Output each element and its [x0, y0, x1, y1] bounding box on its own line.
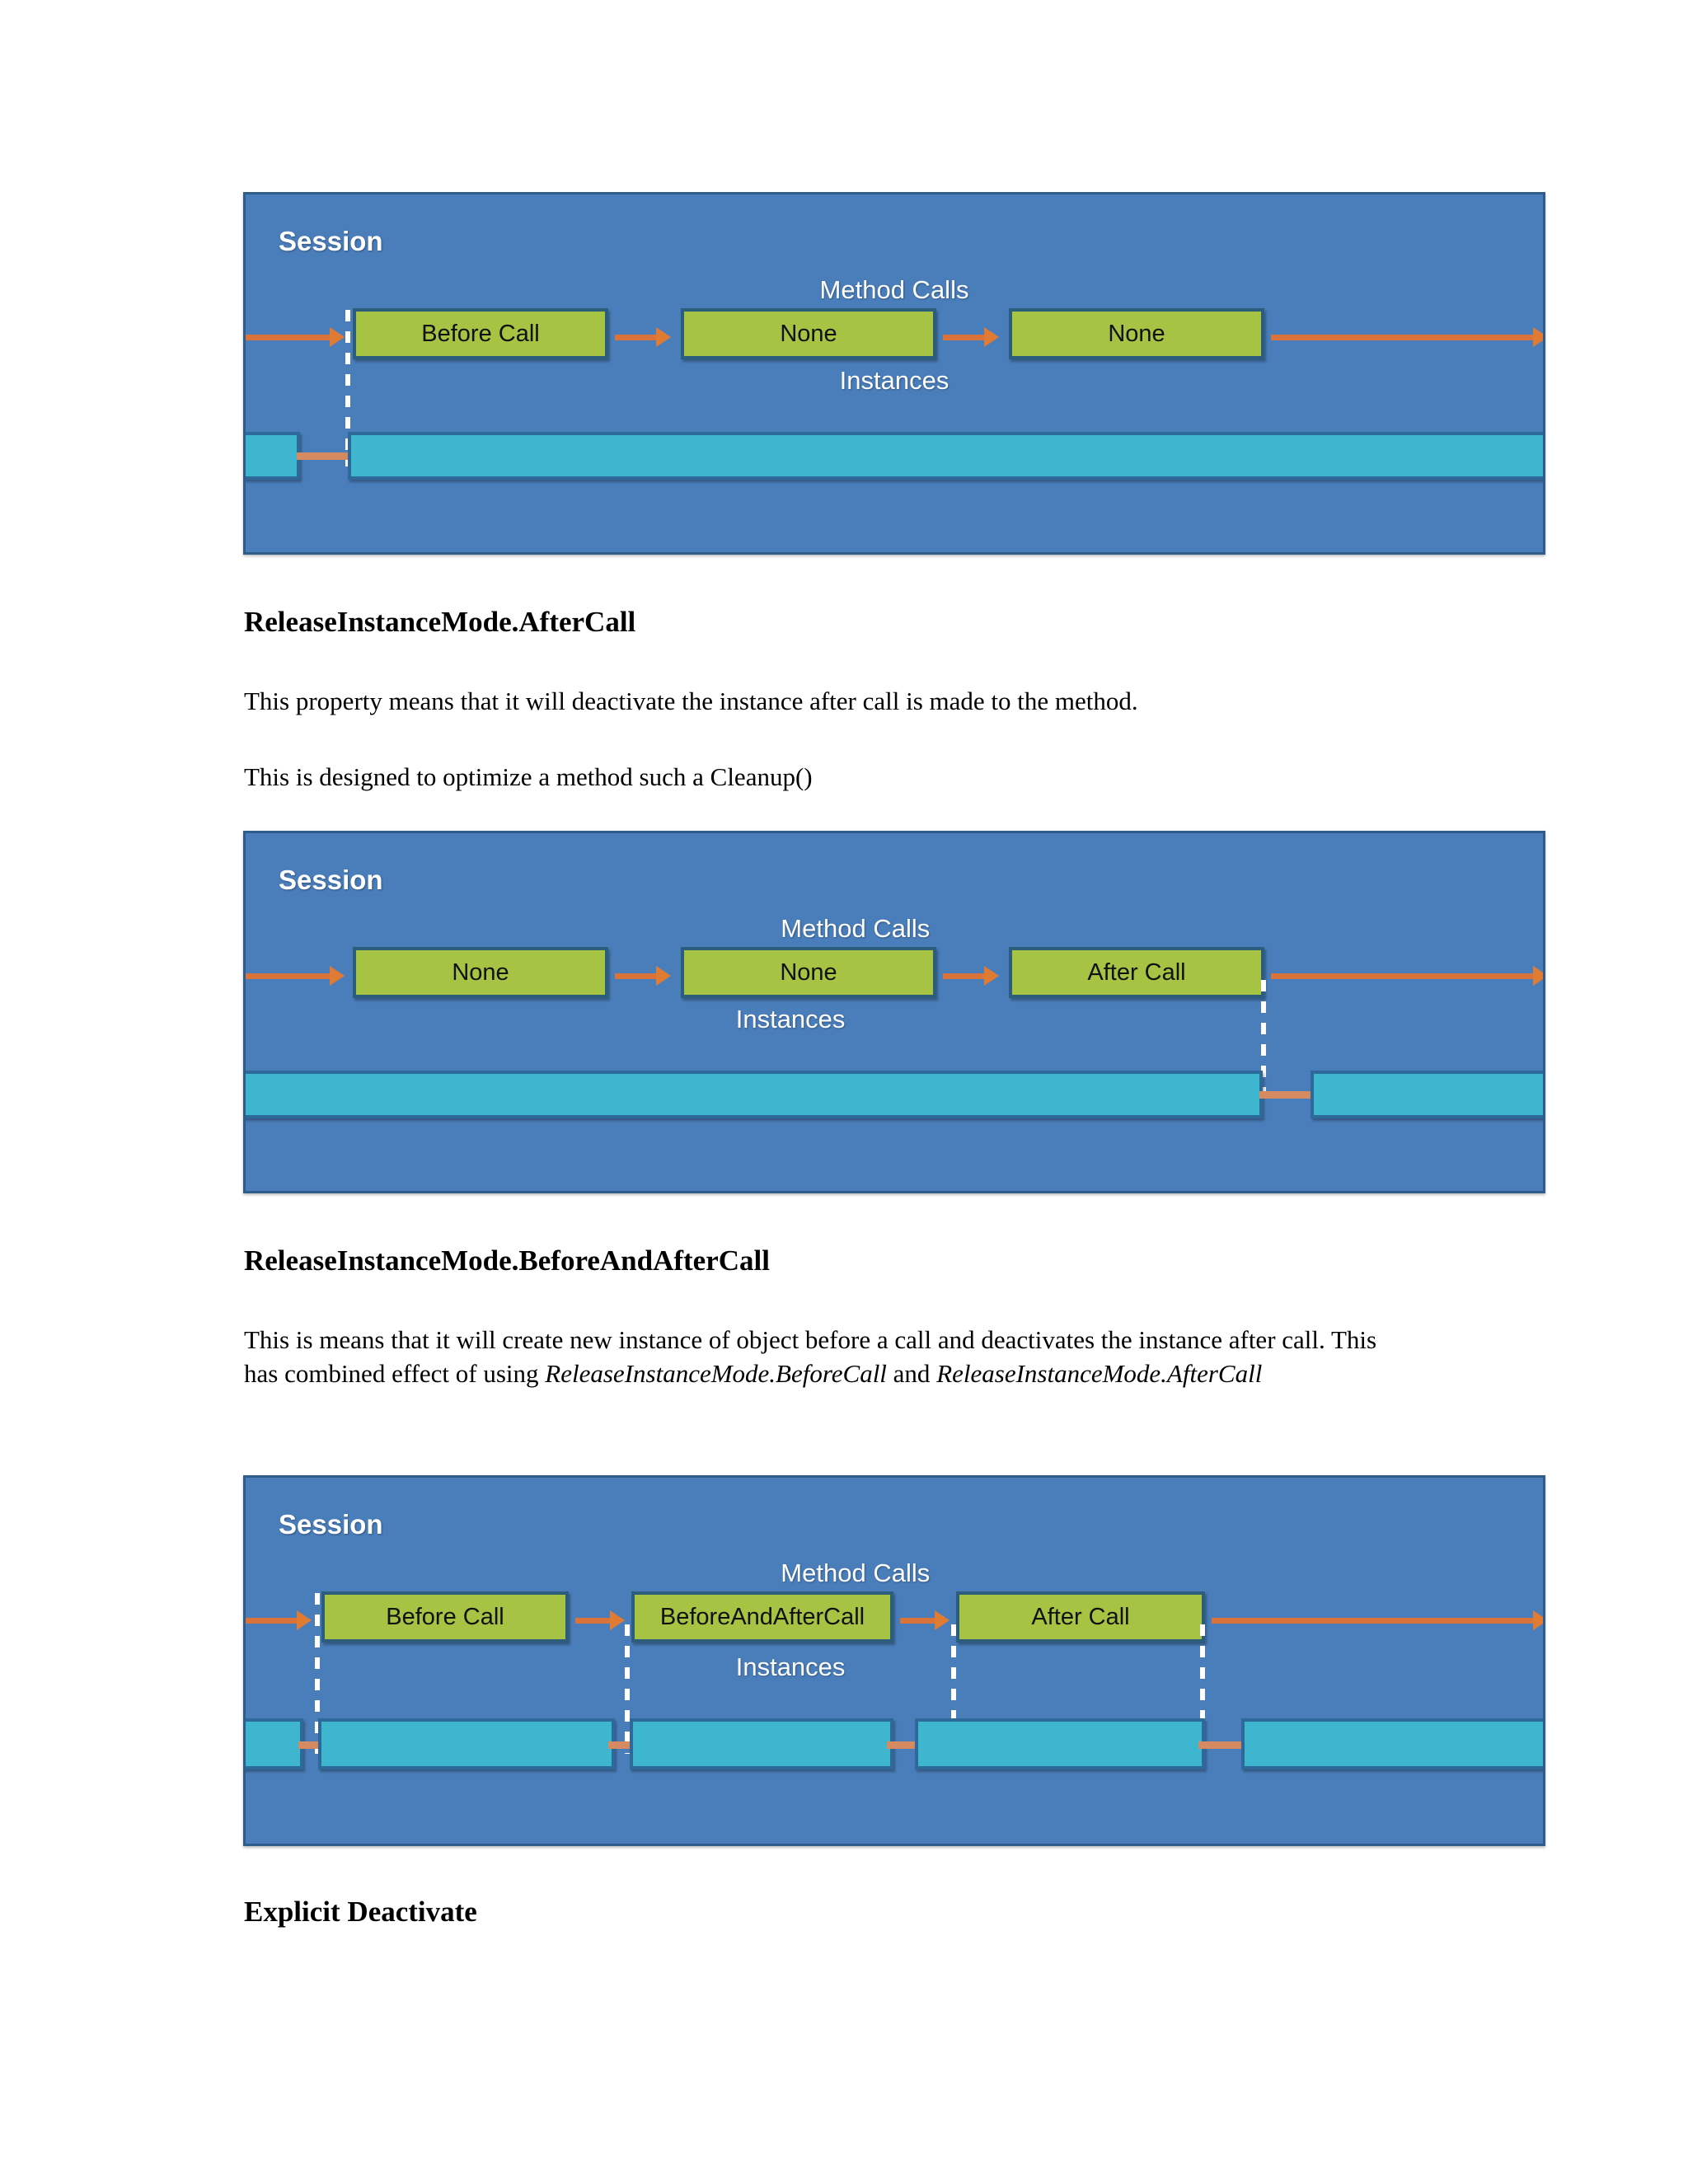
deactivation-dashline	[345, 310, 350, 466]
call-box-label: After Call	[1087, 958, 1186, 986]
instance-bar	[246, 432, 300, 480]
arrow-out	[1271, 327, 1543, 347]
session-label: Session	[279, 1509, 383, 1540]
arrow-between-1	[615, 966, 671, 986]
paragraph-after-call-2: This is designed to optimize a method su…	[244, 762, 813, 791]
instance-bar	[630, 1718, 893, 1769]
instances-label: Instances	[735, 1005, 846, 1033]
instance-bar	[1241, 1718, 1543, 1769]
diagram-after-call: Session Method Calls None None After Cal…	[243, 831, 1545, 1193]
arrow-between-1	[575, 1610, 625, 1630]
instance-connector	[1198, 1741, 1245, 1749]
arrow-out	[1212, 1610, 1543, 1630]
arrow-in	[246, 327, 345, 347]
diagram-before-and-after-call: Session Method Calls Before Call BeforeA…	[243, 1475, 1545, 1846]
instance-bar	[1311, 1071, 1543, 1118]
arrow-between-2	[900, 1610, 950, 1630]
call-box-label: None	[780, 958, 837, 986]
call-box: None	[353, 947, 608, 998]
arrow-in	[246, 1610, 312, 1630]
call-box-label: After Call	[1031, 1603, 1130, 1630]
section-heading-explicit-deactivate: Explicit Deactivate	[244, 1896, 477, 1928]
instance-connector	[1259, 1091, 1312, 1099]
deactivation-dashline	[1261, 980, 1266, 1108]
instance-bar	[318, 1718, 615, 1769]
call-box: BeforeAndAfterCall	[631, 1591, 893, 1643]
call-box: After Call	[1009, 947, 1264, 998]
instance-connector	[298, 1741, 335, 1749]
italic-before-call-ref: ReleaseInstanceMode.BeforeCall	[545, 1359, 887, 1388]
paragraph-after-call-1: This property means that it will deactiv…	[244, 687, 1138, 715]
call-box-label: None	[1108, 320, 1165, 347]
arrow-in	[246, 966, 345, 986]
section-heading-before-and-after-call: ReleaseInstanceMode.BeforeAndAfterCall	[244, 1244, 770, 1277]
arrow-out	[1271, 966, 1543, 986]
instance-connector	[887, 1741, 921, 1749]
instances-label: Instances	[735, 1652, 846, 1681]
call-box: None	[681, 947, 936, 998]
call-box-label: Before Call	[386, 1603, 504, 1630]
instance-bar	[915, 1718, 1205, 1769]
session-label: Session	[279, 226, 383, 256]
method-calls-label: Method Calls	[819, 275, 969, 304]
instance-bar	[246, 1071, 1263, 1118]
call-box-label: None	[452, 958, 509, 986]
section-heading-after-call: ReleaseInstanceMode.AfterCall	[244, 606, 636, 638]
method-calls-label: Method Calls	[781, 1558, 931, 1587]
call-box: After Call	[956, 1591, 1205, 1643]
call-box-label: Before Call	[421, 320, 540, 347]
call-box-label: None	[780, 320, 837, 347]
session-label: Session	[279, 865, 383, 895]
deactivation-dashline	[1200, 1624, 1205, 1754]
arrow-between-1	[615, 327, 671, 347]
instance-bar	[246, 1718, 303, 1769]
instance-bar	[348, 432, 1543, 480]
deactivation-dashline	[625, 1624, 630, 1754]
instance-connector	[608, 1741, 643, 1749]
instance-connector	[297, 452, 349, 460]
deactivation-dashline	[951, 1624, 956, 1754]
italic-after-call-ref: ReleaseInstanceMode.AfterCall	[936, 1359, 1263, 1388]
call-box: None	[1009, 308, 1264, 359]
instances-label: Instances	[839, 366, 950, 395]
diagram-before-call: Session Method Calls Before Call None No…	[243, 192, 1545, 555]
arrow-between-2	[943, 966, 999, 986]
method-calls-label: Method Calls	[781, 914, 931, 943]
deactivation-dashline	[315, 1593, 320, 1754]
call-box: None	[681, 308, 936, 359]
call-box-label: BeforeAndAfterCall	[659, 1603, 865, 1630]
arrow-between-2	[943, 327, 999, 347]
call-box: Before Call	[353, 308, 608, 359]
call-box: Before Call	[321, 1591, 569, 1643]
paragraph-before-and-after-call: This is means that it will create new in…	[244, 1325, 1377, 1388]
